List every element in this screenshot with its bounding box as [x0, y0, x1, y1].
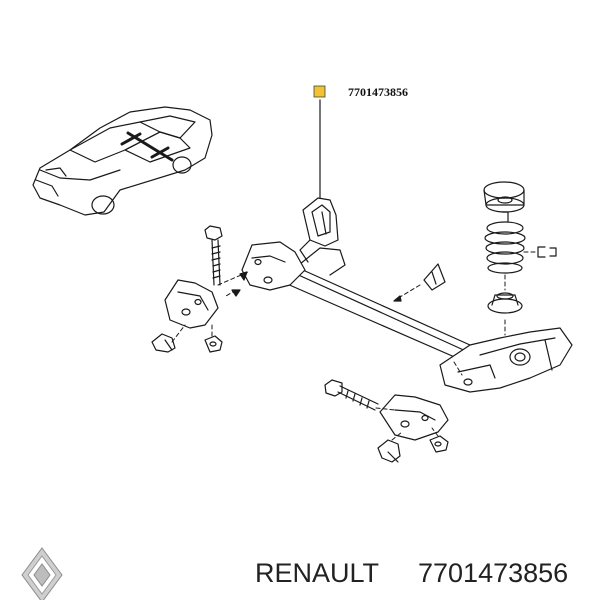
- car-location-icon: [32, 106, 213, 216]
- right-nut: [429, 435, 449, 453]
- footer-part-number: 7701473856: [418, 558, 568, 588]
- right-bolt: [377, 439, 401, 463]
- left-mount-bracket: [164, 279, 219, 329]
- right-long-bolt: [324, 379, 379, 411]
- callout-part-number: 7701473856: [348, 85, 408, 99]
- right-trailing-arm: [439, 327, 573, 393]
- bump-stop: [423, 263, 446, 291]
- assembly-arrows: [231, 271, 402, 302]
- left-vertical-bolt: [204, 225, 223, 286]
- callout-marker: [313, 85, 326, 98]
- renault-logo-icon: [21, 547, 63, 600]
- left-trailing-arm: [241, 241, 306, 291]
- spring-assembly: [483, 181, 526, 314]
- rear-axle-beam: [277, 247, 471, 363]
- callout: 7701473856: [313, 85, 408, 99]
- callout-leader: [319, 99, 323, 206]
- spring-connector-marker: [537, 246, 557, 258]
- axle-bushing-part: [299, 197, 339, 263]
- left-nut: [204, 335, 223, 353]
- right-mount-bracket: [379, 394, 449, 441]
- left-bolt: [151, 333, 176, 353]
- footer-brand: RENAULT: [255, 558, 379, 588]
